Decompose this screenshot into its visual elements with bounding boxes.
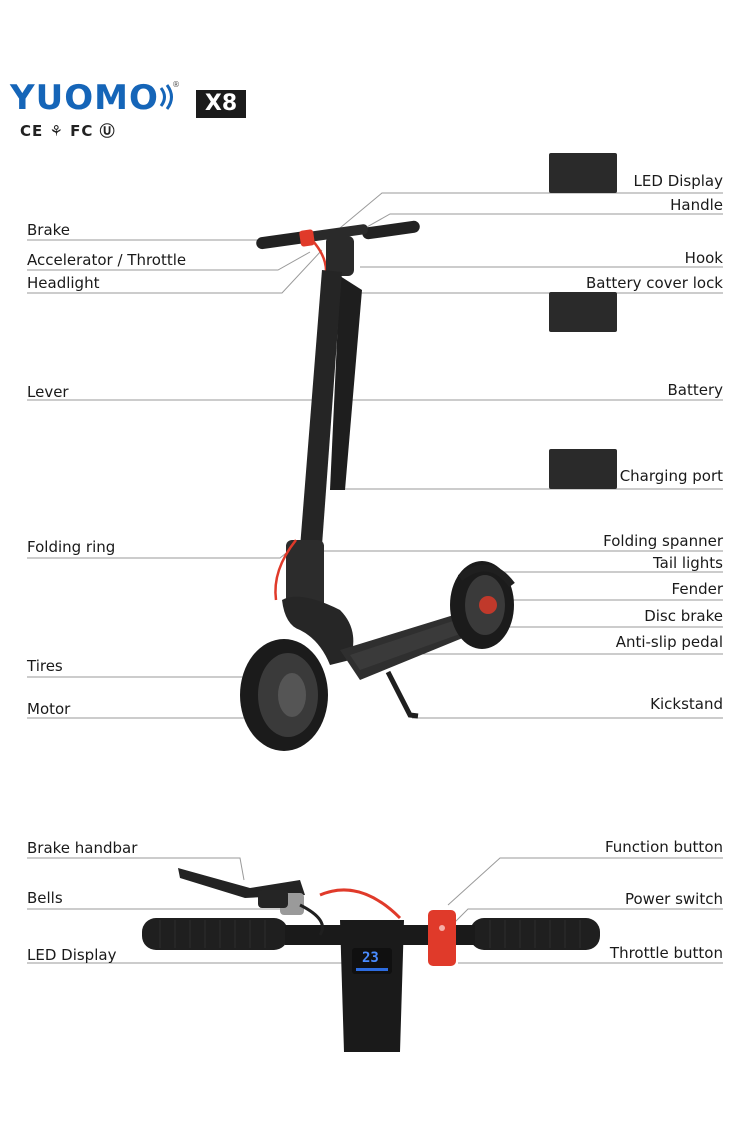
label-folding-ring: Folding ring bbox=[27, 538, 116, 556]
display-reading: 23 bbox=[362, 950, 379, 966]
brand-name: YUOMO bbox=[10, 78, 159, 118]
label-led-display: LED Display bbox=[633, 172, 723, 190]
label-charging-port: Charging port bbox=[619, 467, 723, 485]
charging-port-thumbnail bbox=[549, 449, 617, 489]
label-brake: Brake bbox=[27, 221, 71, 239]
label-battery: Battery bbox=[667, 381, 723, 399]
label-tires: Tires bbox=[27, 657, 63, 675]
label-disc-brake: Disc brake bbox=[644, 607, 723, 625]
battery-cover-lock-thumbnail bbox=[549, 292, 617, 332]
handlebar-detail bbox=[142, 868, 600, 1052]
label-lever: Lever bbox=[27, 383, 69, 401]
model-badge: X8 bbox=[196, 90, 246, 118]
label-power-switch: Power switch bbox=[624, 890, 723, 908]
label-headlight: Headlight bbox=[27, 274, 100, 292]
label-accelerator: Accelerator / Throttle bbox=[27, 251, 187, 269]
label-function-button: Function button bbox=[604, 838, 723, 856]
brand-logo: YUOMO bbox=[10, 78, 173, 118]
label-throttle-button: Throttle button bbox=[609, 944, 723, 962]
signal-waves-icon bbox=[159, 84, 173, 110]
led-display-thumbnail bbox=[549, 153, 617, 193]
label-kickstand: Kickstand bbox=[650, 695, 723, 713]
certification-marks: CE ⚘ FC Ⓤ bbox=[20, 122, 116, 140]
label-anti-slip-pedal: Anti-slip pedal bbox=[615, 633, 723, 651]
label-battery-cover-lock: Battery cover lock bbox=[585, 274, 723, 292]
label-handle: Handle bbox=[670, 196, 723, 214]
label-led-display-detail: LED Display bbox=[27, 946, 117, 964]
label-brake-handbar: Brake handbar bbox=[27, 839, 138, 857]
label-bells: Bells bbox=[27, 889, 63, 907]
label-folding-spanner: Folding spanner bbox=[603, 532, 723, 550]
label-fender: Fender bbox=[671, 580, 723, 598]
label-hook: Hook bbox=[684, 249, 723, 267]
scooter-body bbox=[240, 220, 515, 751]
label-motor: Motor bbox=[27, 700, 71, 718]
registered-mark: ® bbox=[172, 80, 180, 89]
label-tail-lights: Tail lights bbox=[652, 554, 723, 572]
